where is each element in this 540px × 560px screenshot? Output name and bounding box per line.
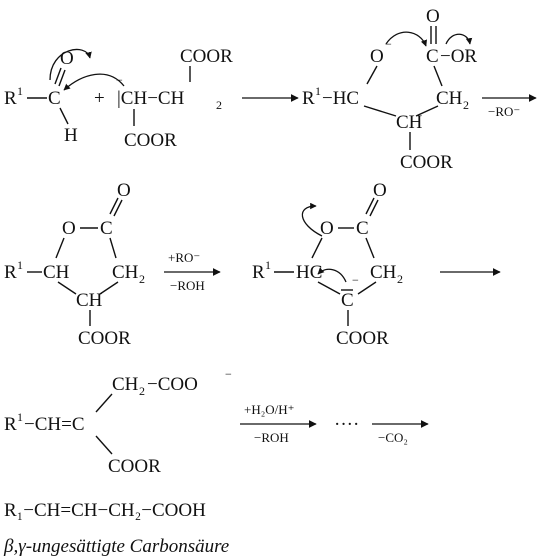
int1-r1-superscript: 1 (315, 84, 321, 98)
lactone-coor: COOR (78, 328, 131, 349)
carbanion-ch-ch2: |CH−CH (117, 88, 185, 109)
bond-c-o-exo-1 (365, 197, 375, 215)
lactone-ch-bottom: CH (76, 290, 103, 311)
carboxylate-charge: − (225, 367, 232, 381)
enolate-c-ring: C (356, 218, 369, 239)
curved-arrow-carbanion-attack (63, 73, 125, 91)
bond-hc-ch (363, 105, 397, 117)
bond-c-h (59, 107, 69, 125)
enolate-ch2-sub: 2 (397, 272, 403, 286)
bond-c-coor (95, 435, 113, 455)
int1-r1: R (302, 88, 315, 109)
hydrolysis-above-arrow: +H₂O/H⁺ (244, 402, 295, 417)
int1-o-charge: − (385, 37, 392, 51)
carbanion-charge: − (116, 73, 123, 87)
int1-o: O (370, 46, 384, 67)
bond-c-ch2 (109, 237, 117, 259)
carboxylate-r1: R (4, 414, 17, 435)
curved-arrow-pi-to-o (49, 48, 92, 81)
elimination-label: −RO⁻ (488, 104, 520, 119)
bond-ch2-c (357, 281, 377, 295)
int1-or: −OR (440, 46, 477, 67)
bond-c-o-exo-2 (113, 199, 123, 217)
bond-c-o-exo-1 (109, 197, 119, 215)
row1-intermediate: R 1 −HC O − C O −OR CH 2 CH COOR (302, 6, 477, 173)
int1-ester-c: C (426, 46, 439, 67)
r1-label: R (4, 88, 17, 109)
int1-ch2-sub: 2 (463, 98, 469, 112)
int1-ch: CH (396, 112, 423, 133)
bond-hc-c (317, 281, 341, 295)
carboxylate-coo: −COO (147, 374, 198, 395)
continuation-dots: ···· (334, 414, 359, 435)
plus-sign: + (94, 88, 105, 109)
enolate-c-anion: C (341, 290, 354, 311)
curved-arrow-o-to-c (385, 31, 427, 47)
carboxylate-r1-superscript: 1 (17, 410, 23, 424)
int1-hc: −HC (322, 88, 359, 109)
row2-enolate: R 1 HC O C O CH 2 − C COOR (252, 180, 403, 349)
coor-top: COOR (180, 46, 233, 67)
r1-superscript: 1 (17, 84, 23, 98)
bond-c-ch2 (95, 393, 113, 413)
lactone-o-exo: O (117, 180, 131, 201)
decarboxylation-label: −CO₂ (378, 430, 408, 445)
bond-ch-chb (57, 281, 77, 295)
int1-ch2: CH (436, 88, 463, 109)
enolate-hc: HC (296, 262, 322, 283)
product-caption: β,γ-ungesättigte Carbonsäure (3, 536, 229, 557)
hydrogen: H (64, 125, 78, 146)
coor-bottom: COOR (124, 130, 177, 151)
base-above-arrow: +RO⁻ (168, 250, 200, 265)
product-formula: R₁−CH=CH−CH₂−COOH (4, 500, 206, 521)
enolate-coor: COOR (336, 328, 389, 349)
bond-hc-o (311, 237, 323, 259)
int1-ester-o: O (426, 6, 440, 27)
bond-ch-o (55, 237, 65, 259)
enolate-o-ring: O (320, 218, 334, 239)
bond-c-ch2 (365, 237, 375, 259)
bond-c-o-1 (54, 67, 62, 85)
bond-c-ch2 (433, 65, 443, 87)
bond-c-o-2 (58, 69, 66, 87)
curved-arrow-carbanion-to-bond (317, 267, 347, 283)
curved-arrow-ring-open (301, 202, 323, 237)
enolate-r1-superscript: 1 (265, 258, 271, 272)
carbonyl-c: C (48, 88, 61, 109)
curved-arrow-or-leaving (445, 33, 473, 45)
hydrolysis-below-arrow: −ROH (254, 430, 289, 445)
row1-reactants: R 1 C O H + − |CH−CH 2 COOR COOR (4, 46, 233, 151)
enolate-ch2: CH (370, 262, 397, 283)
carboxylate-coor: COOR (108, 456, 161, 477)
enolate-charge: − (352, 273, 359, 287)
enolate-r1: R (252, 262, 265, 283)
base-below-arrow: −ROH (170, 278, 205, 293)
lactone-r1: R (4, 262, 17, 283)
lactone-o-ring: O (62, 218, 76, 239)
lactone-ch2: CH (112, 262, 139, 283)
int1-coor: COOR (400, 152, 453, 173)
lactone-r1-superscript: 1 (17, 258, 23, 272)
bond-ch2-chb (99, 281, 119, 295)
carboxylate-ch-eq-c: −CH=C (24, 414, 85, 435)
bond-hc-o (366, 65, 378, 85)
lactone-c-ring: C (100, 218, 113, 239)
row3-carboxylate: R 1 −CH=C CH 2 −COO − COOR (4, 367, 232, 477)
ch2-subscript: 2 (216, 98, 222, 112)
carboxylate-ch2-sub: 2 (139, 384, 145, 398)
lactone-ch2-sub: 2 (139, 272, 145, 286)
bond-c-o-exo-2 (369, 199, 379, 217)
row2-lactone: R 1 CH O C O CH 2 CH COOR (4, 180, 145, 349)
lactone-ch-left: CH (43, 262, 70, 283)
bond-ch2-ch (415, 105, 439, 117)
enolate-o-exo: O (373, 180, 387, 201)
carboxylate-ch2: CH (112, 374, 139, 395)
